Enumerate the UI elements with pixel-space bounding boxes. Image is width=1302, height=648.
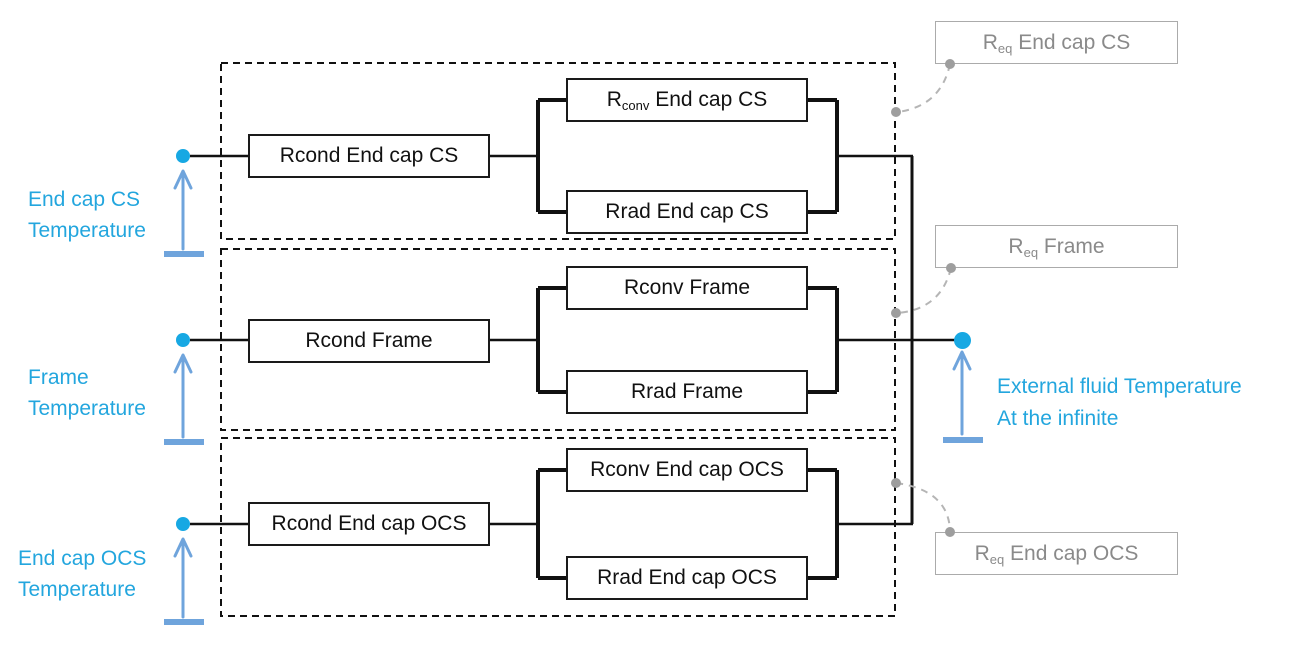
- rrad-label-end-cap-cs: Rrad End cap CS: [605, 200, 769, 223]
- label-pre: Rconv: [623, 276, 684, 299]
- temperature-node-end-cap-cs: [176, 149, 190, 163]
- temperature-arrow-external: [952, 350, 972, 436]
- external-fluid-node: [954, 332, 971, 349]
- rconv-label-frame: Rconv Frame: [624, 276, 750, 300]
- arrow-base-end-cap-ocs: [164, 619, 204, 625]
- temperature-arrow-end-cap-ocs: [173, 537, 193, 619]
- req-dot-circuit-end-cap-cs: [891, 107, 901, 117]
- arrow-base-frame: [164, 439, 204, 445]
- label-post: Frame: [683, 276, 751, 299]
- label-end-cap-cs-temperature: End cap CS Temperature: [28, 184, 146, 246]
- req-box-end-cap-cs: Req End cap CS: [935, 21, 1178, 64]
- rconv-box-end-cap-ocs: Rconv End cap OCS: [566, 448, 808, 492]
- label-post: End cap OCS: [1004, 541, 1139, 565]
- label-pre: Rconv: [590, 458, 650, 481]
- connector-req-end-cap-ocs: [895, 482, 951, 531]
- label-line1: External fluid Temperature: [997, 375, 1242, 398]
- req-label-end-cap-ocs: Req End cap OCS: [975, 542, 1139, 566]
- label-subscript: eq: [989, 551, 1005, 567]
- req-label-end-cap-cs: Req End cap CS: [983, 31, 1131, 55]
- label-pre: R: [606, 88, 622, 111]
- temperature-arrow-end-cap-cs: [173, 169, 193, 251]
- label-post: Frame: [1038, 234, 1105, 258]
- rconv-label-end-cap-cs: Rconv End cap CS: [607, 88, 768, 112]
- rrad-box-frame: Rrad Frame: [566, 370, 808, 414]
- req-dot-box-frame: [946, 263, 956, 273]
- rcond-label-end-cap-ocs: Rcond End cap OCS: [271, 512, 467, 535]
- label-post: End cap OCS: [649, 458, 784, 481]
- label-subscript: conv: [621, 98, 650, 113]
- arrow-base-end-cap-cs: [164, 251, 204, 257]
- label-subscript: eq: [1023, 244, 1039, 260]
- rconv-label-end-cap-ocs: Rconv End cap OCS: [590, 458, 784, 482]
- temperature-node-frame: [176, 333, 190, 347]
- req-dot-circuit-frame: [891, 308, 901, 318]
- rcond-box-end-cap-cs: Rcond End cap CS: [248, 134, 490, 178]
- connector-req-end-cap-cs: [897, 63, 951, 113]
- rcond-box-frame: Rcond Frame: [248, 319, 490, 363]
- req-label-frame: Req Frame: [1008, 235, 1104, 259]
- label-external-fluid-temperature: External fluid Temperature At the infini…: [997, 371, 1242, 435]
- rrad-box-end-cap-cs: Rrad End cap CS: [566, 190, 808, 234]
- label-pre: R: [1008, 234, 1024, 258]
- label-line2: Temperature: [28, 219, 146, 242]
- label-end-cap-ocs-temperature: End cap OCS Temperature: [18, 543, 146, 605]
- rconv-box-frame: Rconv Frame: [566, 266, 808, 310]
- label-post: End cap CS: [649, 88, 768, 111]
- label-line2: Temperature: [28, 397, 146, 420]
- rcond-box-end-cap-ocs: Rcond End cap OCS: [248, 502, 490, 546]
- req-dot-box-end-cap-ocs: [945, 527, 955, 537]
- req-box-end-cap-ocs: Req End cap OCS: [935, 532, 1178, 575]
- req-dot-circuit-end-cap-ocs: [891, 478, 901, 488]
- rcond-label-end-cap-cs: Rcond End cap CS: [279, 144, 459, 167]
- temperature-node-end-cap-ocs: [176, 517, 190, 531]
- label-pre: R: [974, 541, 990, 565]
- rcond-label-frame: Rcond Frame: [305, 329, 433, 352]
- rrad-label-end-cap-ocs: Rrad End cap OCS: [597, 566, 777, 589]
- rrad-box-end-cap-ocs: Rrad End cap OCS: [566, 556, 808, 600]
- rconv-box-end-cap-cs: Rconv End cap CS: [566, 78, 808, 122]
- label-post: End cap CS: [1012, 30, 1131, 54]
- temperature-arrow-frame: [173, 353, 193, 439]
- rrad-label-frame: Rrad Frame: [630, 380, 744, 403]
- req-box-frame: Req Frame: [935, 225, 1178, 268]
- arrow-base-external: [943, 437, 983, 443]
- connector-req-frame: [897, 267, 952, 314]
- label-pre: R: [982, 30, 998, 54]
- label-line2: At the infinite: [997, 407, 1119, 430]
- label-line1: Frame: [28, 366, 89, 389]
- label-frame-temperature: Frame Temperature: [28, 362, 146, 424]
- label-subscript: eq: [997, 40, 1013, 56]
- label-line1: End cap OCS: [18, 547, 147, 570]
- req-dot-box-end-cap-cs: [945, 59, 955, 69]
- label-line2: Temperature: [18, 578, 136, 601]
- label-line1: End cap CS: [28, 188, 141, 211]
